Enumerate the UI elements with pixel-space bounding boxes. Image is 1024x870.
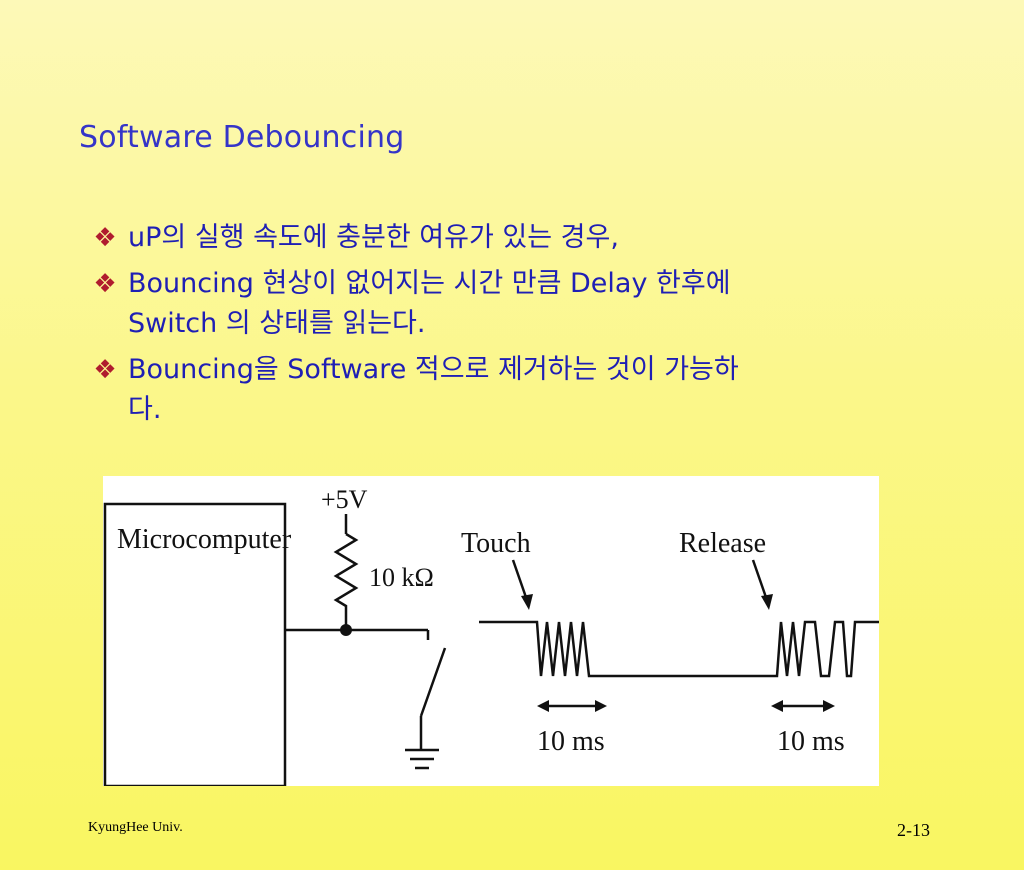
touch-duration-arrow-right xyxy=(595,700,607,712)
diamond-bullet-icon: ❖ xyxy=(93,223,117,253)
bullet-line: Switch 의 상태를 읽는다. xyxy=(128,308,426,339)
resistor-symbol xyxy=(333,532,359,628)
bullet-line: uP의 실행 속도에 충분한 여유가 있는 경우, xyxy=(128,222,619,253)
circuit-svg: Microcomputer +5V 10 kΩ Touch Releas xyxy=(103,485,879,786)
bullet-list: ❖ uP의 실행 속도에 충분한 여유가 있는 경우, ❖ Bouncing 현… xyxy=(88,218,938,436)
bullet-item-2: ❖ Bouncing 현상이 없어지는 시간 만큼 Delay 한후에 Swit… xyxy=(88,264,938,344)
diamond-bullet-icon: ❖ xyxy=(93,355,117,385)
bullet-line: Bouncing 현상이 없어지는 시간 만큼 Delay 한후에 xyxy=(128,268,731,299)
bullet-item-1: ❖ uP의 실행 속도에 충분한 여유가 있는 경우, xyxy=(88,218,938,258)
bullet-item-3: ❖ Bouncing을 Software 적으로 제거하는 것이 가능하 다. xyxy=(88,350,938,430)
resistor-label: 10 kΩ xyxy=(369,563,434,592)
slide-title: Software Debouncing xyxy=(79,120,405,155)
junction-node xyxy=(340,624,352,636)
switch-blade xyxy=(419,647,447,717)
release-pointer-head xyxy=(761,594,773,610)
touch-duration-arrow-left xyxy=(537,700,549,712)
release-duration-arrow-right xyxy=(823,700,835,712)
release-label: Release xyxy=(679,528,766,559)
footer-page-number: 2-13 xyxy=(897,820,930,840)
bullet-line: 다. xyxy=(128,394,162,425)
microcomputer-label: Microcomputer xyxy=(117,524,292,555)
touch-pointer-head xyxy=(521,594,533,610)
supply-label: +5V xyxy=(321,485,368,514)
microcomputer-box xyxy=(103,502,287,786)
touch-duration-label: 10 ms xyxy=(537,726,605,757)
debounce-circuit-diagram: Microcomputer +5V 10 kΩ Touch Releas xyxy=(103,476,879,786)
bullet-line: Bouncing을 Software 적으로 제거하는 것이 가능하 xyxy=(128,354,739,385)
switch-waveform xyxy=(479,620,879,678)
touch-label: Touch xyxy=(461,528,531,559)
release-duration-label: 10 ms xyxy=(777,726,845,757)
diamond-bullet-icon: ❖ xyxy=(93,269,117,299)
footer-organization: KyungHee Univ. xyxy=(88,820,183,835)
release-duration-arrow-left xyxy=(771,700,783,712)
